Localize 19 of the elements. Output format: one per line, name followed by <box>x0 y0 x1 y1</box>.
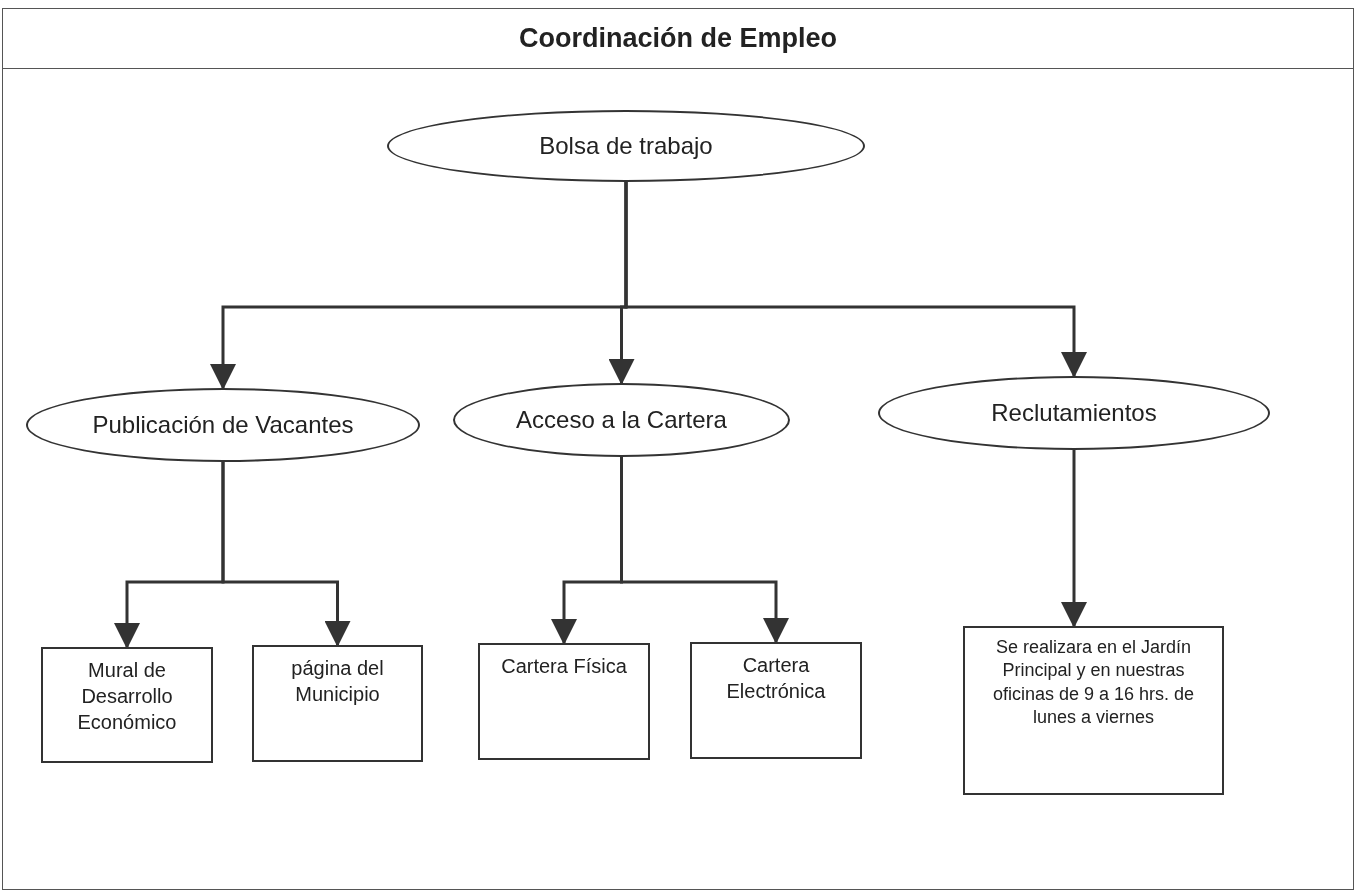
node-label: Acceso a la Cartera <box>516 405 727 436</box>
node-label: Cartera Física <box>501 654 627 679</box>
process-box <box>252 645 423 762</box>
process-box <box>963 626 1224 795</box>
diagram-title: Coordinación de Empleo <box>519 22 837 54</box>
node-label: Reclutamientos <box>991 398 1157 429</box>
node-label: Mural de Desarrollo Económico <box>76 658 178 735</box>
process-box <box>478 643 650 760</box>
process-box <box>41 647 213 763</box>
node-label: Bolsa de trabajo <box>539 131 713 162</box>
arrow <box>620 457 789 644</box>
node-label: página del Municipio <box>290 656 385 707</box>
arrow <box>221 462 351 647</box>
process-box <box>690 642 862 759</box>
arrow <box>624 182 1087 378</box>
arrow <box>1061 450 1087 628</box>
node-label: Cartera Electrónica <box>725 653 827 704</box>
node-label: Publicación de Vacantes <box>92 410 354 441</box>
node-label: Se realizara en el Jardín Principal y en nuestras oficinas de 9 a 16 hrs. de lunes a viernes <box>991 636 1196 730</box>
